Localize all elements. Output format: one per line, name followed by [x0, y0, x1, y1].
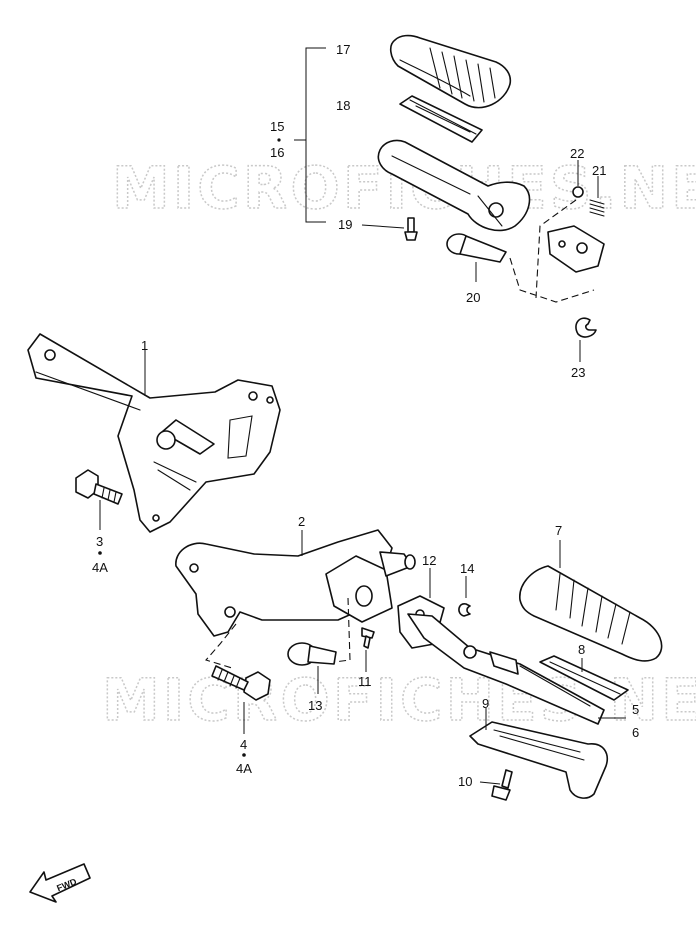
- part-17-footpeg-rubber: [389, 34, 512, 109]
- callout-9: 9: [482, 696, 489, 711]
- alignment-line-upper-2: [509, 257, 595, 303]
- callout-17: 17: [336, 42, 350, 57]
- part-4-bolt: [211, 665, 271, 757]
- callout-3-4a: 4A: [92, 560, 108, 575]
- part-15-16-footpeg-arm: [377, 139, 531, 232]
- part-10-screw: [479, 769, 513, 801]
- part-1-footrest-bracket: [27, 333, 281, 533]
- alignment-line-lower-1: [205, 623, 237, 669]
- callout-dot-15-16: [277, 138, 281, 142]
- part-3-bolt: [75, 469, 123, 555]
- part-19-screw: [361, 217, 418, 241]
- part-23-e-clip: [575, 317, 597, 362]
- callout-16: 16: [270, 145, 284, 160]
- callout-1: 1: [141, 338, 148, 353]
- callout-12: 12: [422, 553, 436, 568]
- callout-19: 19: [338, 217, 352, 232]
- callout-10: 10: [458, 774, 472, 789]
- callout-7: 7: [555, 523, 562, 538]
- alignment-line-lower-2: [333, 597, 351, 663]
- callout-5: 5: [632, 702, 639, 717]
- fwd-arrow-icon: FWD: [29, 863, 91, 903]
- callout-23: 23: [571, 365, 585, 380]
- callout-18: 18: [336, 98, 350, 113]
- callout-13: 13: [308, 698, 322, 713]
- callout-8: 8: [578, 642, 585, 657]
- callout-14: 14: [460, 561, 474, 576]
- callout-11: 11: [358, 674, 372, 689]
- part-7-footpeg-rubber: [519, 540, 663, 662]
- callout-3: 3: [96, 534, 103, 549]
- part-9-step-pad: [469, 708, 608, 799]
- part-22-ball: [572, 160, 584, 198]
- watermark-bottom: MICROFICHES.NET: [102, 666, 696, 734]
- part-footpeg-holder-upper: [547, 225, 605, 273]
- part-14-e-clip: [458, 576, 471, 617]
- group-bracket-15-16: [294, 47, 326, 223]
- callout-2: 2: [298, 514, 305, 529]
- part-11-screw: [361, 627, 375, 672]
- part-8-plate: [539, 655, 629, 701]
- callout-21: 21: [592, 163, 606, 178]
- alignment-line-upper-1: [535, 199, 577, 299]
- callout-15: 15: [270, 119, 284, 134]
- callout-22: 22: [570, 146, 584, 161]
- callout-labels: 17 18 15 16 19 20 22 21 23 1 3 4A 2 7 12…: [92, 42, 639, 789]
- callout-20: 20: [466, 290, 480, 305]
- part-21-spring: [589, 176, 605, 217]
- part-13-pivot-pin: [287, 642, 337, 694]
- part-2-footrest-bracket-lower: [175, 529, 416, 637]
- part-18-plate: [399, 95, 483, 143]
- callout-6: 6: [632, 725, 639, 740]
- part-5-6-footpeg-arm: [407, 613, 626, 725]
- part-20-pivot-pin: [446, 233, 507, 282]
- callout-4-4a: 4A: [236, 761, 252, 776]
- callout-4: 4: [240, 737, 247, 752]
